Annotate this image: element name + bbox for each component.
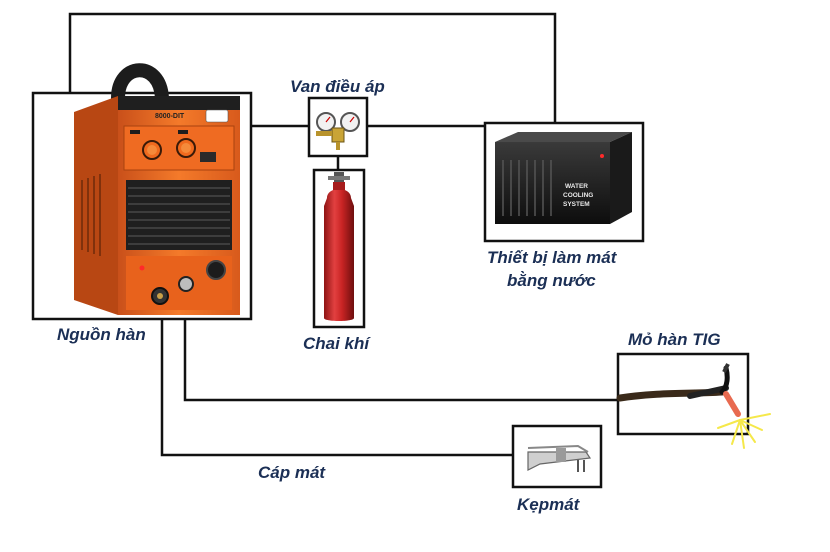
current-knob-cap [147,145,157,155]
wire-source-to-clamp [160,308,513,457]
welder-top-strip [118,96,240,110]
welder-model-label: 8000-DIT [155,113,185,120]
power-lamp-icon [139,265,145,271]
clamp-spring-icon [556,448,566,462]
regulator-unit: Van điều áp [290,77,385,158]
cooler-side-face [610,132,632,224]
regulator-body-icon [331,127,345,143]
wire-source-to-torch [183,308,618,402]
tig-torch-label: Mỏ hàn TIG [628,330,721,349]
regulator-label: Van điều áp [290,77,385,96]
torch-handle-icon [687,385,729,399]
clamp-jaw-icon [527,444,589,453]
ground-clamp-label: Kẹpmát [517,495,581,514]
power-source-label: Nguồn hàn [57,325,146,344]
cooler-plate-line1: WATER [565,183,588,190]
positive-terminal-icon [206,260,226,280]
arc-knob-cap [181,143,191,153]
cooler-fins [502,160,552,216]
gas-cylinder-icon [324,189,354,321]
negative-terminal-core [157,293,163,299]
gas-cylinder-label: Chai khí [303,334,371,353]
cooler-top-face [495,132,632,142]
cylinder-valve-handle [328,176,350,180]
spark-icon [717,413,771,449]
cylinder-neck-icon [333,182,345,190]
welder-side-panel [74,96,118,315]
side-vents [81,174,101,256]
cooler-plate-line3: SYSTEM [563,201,590,208]
indicator-lamp-left [130,130,140,134]
gas-cylinder-unit: Chai khí [303,168,371,353]
front-vent-slats [128,187,230,245]
welder-brand-badge [205,109,229,123]
water-cooler-unit: WATER COOLING SYSTEM Thiết bị làm mát bằ… [483,121,645,290]
wire-source-to-cooler [68,12,557,123]
gas-connector-icon [178,276,194,292]
welder-front-vents [126,180,232,250]
cooler-body-icon [495,142,610,224]
cooler-power-lamp [600,154,604,158]
tig-torch-unit: Mỏ hàn TIG [616,330,771,449]
ground-clamp-unit: Kẹpmát [511,424,603,514]
power-source-unit: 8000-DIT Nguồn hàn [31,63,253,344]
regulator-inlet-icon [316,131,332,136]
cooler-plate-line2: COOLING [563,192,593,199]
cooler-label-line2: bằng nước [507,271,596,290]
ground-cable-label: Cáp mát [258,463,326,482]
torch-cap-icon [722,363,730,373]
cooler-label-line1: Thiết bị làm mát [487,248,618,267]
welder-handle [111,63,169,105]
mode-switch-icon [200,152,216,162]
connection-wires [68,12,618,457]
torch-nozzle-icon [723,391,741,417]
regulator-outlet-icon [336,142,340,150]
indicator-lamp-right [178,130,188,134]
